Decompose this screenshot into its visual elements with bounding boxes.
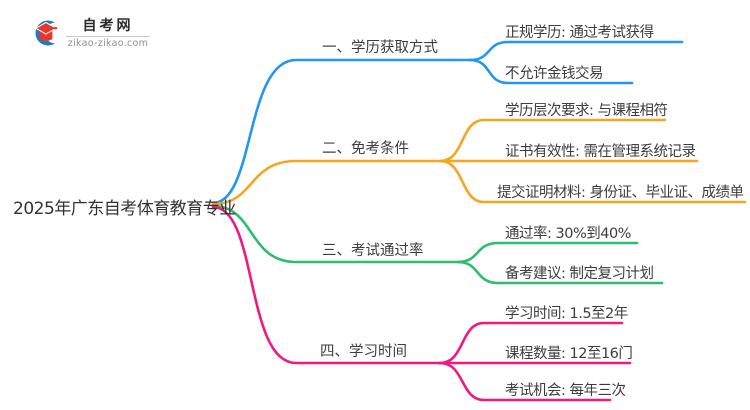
branch-2-child-3: 提交证明材料: 身份证、毕业证、成绩单 — [497, 185, 744, 201]
root-topic: 2025年广东自考体育教育专业 — [13, 199, 236, 219]
branch-4-label: 四、学习时间 — [320, 344, 407, 360]
graduation-cap-logo-icon — [34, 20, 58, 46]
logo-cap-base — [39, 30, 53, 41]
branch-3-child-2: 备考建议: 制定复习计划 — [505, 266, 654, 282]
branch-2-child-1: 学历层次要求: 与课程相符 — [505, 103, 668, 119]
branch-3-child-1: 通过率: 30%到40% — [505, 226, 631, 242]
logo-domain: zikao-zikao.com — [67, 38, 149, 49]
logo-divider — [66, 36, 150, 37]
branch-3-child-1-line — [456, 241, 639, 264]
branch-2-child-2: 证书有效性: 需在管理系统记录 — [505, 144, 696, 160]
branch-1-label: 一、学历获取方式 — [322, 40, 438, 56]
branch-2-curve — [211, 159, 442, 206]
branch-1-child-1: 正规学历: 通过考试获得 — [505, 25, 654, 41]
branch-2-label: 二、免考条件 — [322, 141, 409, 157]
logo-cap-tassel — [53, 27, 58, 30]
site-logo[interactable]: 自考网 zikao-zikao.com — [30, 17, 150, 55]
branch-4-child-2: 课程数量: 12至16门 — [505, 346, 633, 362]
branch-1-curve — [211, 58, 472, 205]
branch-4-child-1: 学习时间: 1.5至2年 — [505, 306, 628, 322]
branch-1-child-1-line — [468, 40, 684, 62]
branch-1-child-2: 不允许金钱交易 — [505, 66, 604, 82]
branch-3-label: 三、考试通过率 — [322, 243, 424, 259]
logo-title: 自考网 — [82, 18, 134, 34]
branch-4-child-3: 考试机会: 每年三次 — [505, 383, 626, 399]
